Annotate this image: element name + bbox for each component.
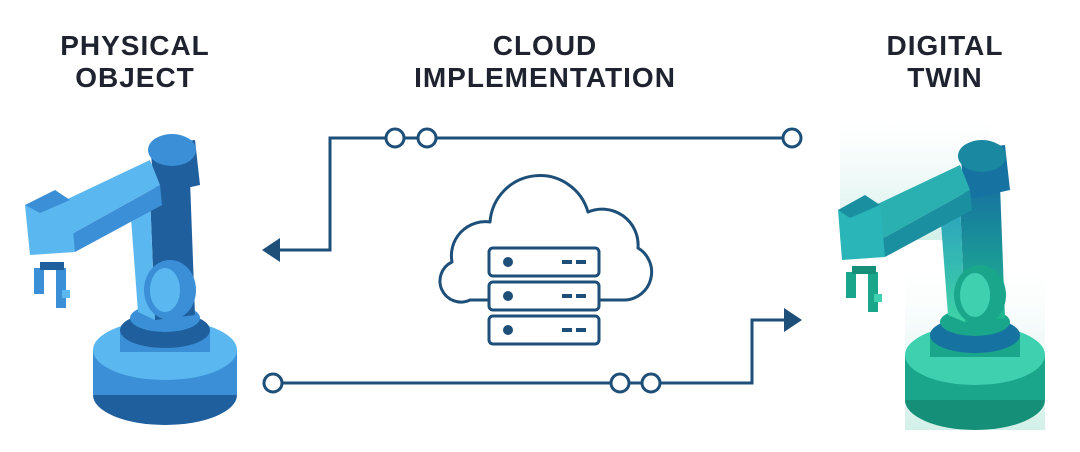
data-flow-to-twin [262, 318, 786, 394]
data-flow-to-physical [278, 127, 803, 252]
physical-object-label-line2: OBJECT [75, 62, 195, 93]
arrow-left-icon [262, 238, 280, 262]
physical-object-label-line1: PHYSICAL [60, 30, 210, 61]
robot-arm-icon [25, 134, 237, 425]
digital-twin-label: DIGITAL TWIN [830, 30, 1060, 94]
cloud-server-icon [438, 174, 654, 346]
digital-twin-label-line2: TWIN [907, 62, 983, 93]
server-indicators [503, 257, 586, 335]
cloud-implementation-label-line1: CLOUD [492, 30, 598, 61]
digital-twin-robot-arm-icon [838, 120, 1045, 430]
arrow-right-icon [784, 308, 802, 332]
physical-object-label: PHYSICAL OBJECT [20, 30, 250, 94]
cloud-implementation-label-line2: IMPLEMENTATION [414, 62, 676, 93]
cloud-implementation-label: CLOUD IMPLEMENTATION [380, 30, 710, 94]
digital-twin-label-line1: DIGITAL [886, 30, 1004, 61]
